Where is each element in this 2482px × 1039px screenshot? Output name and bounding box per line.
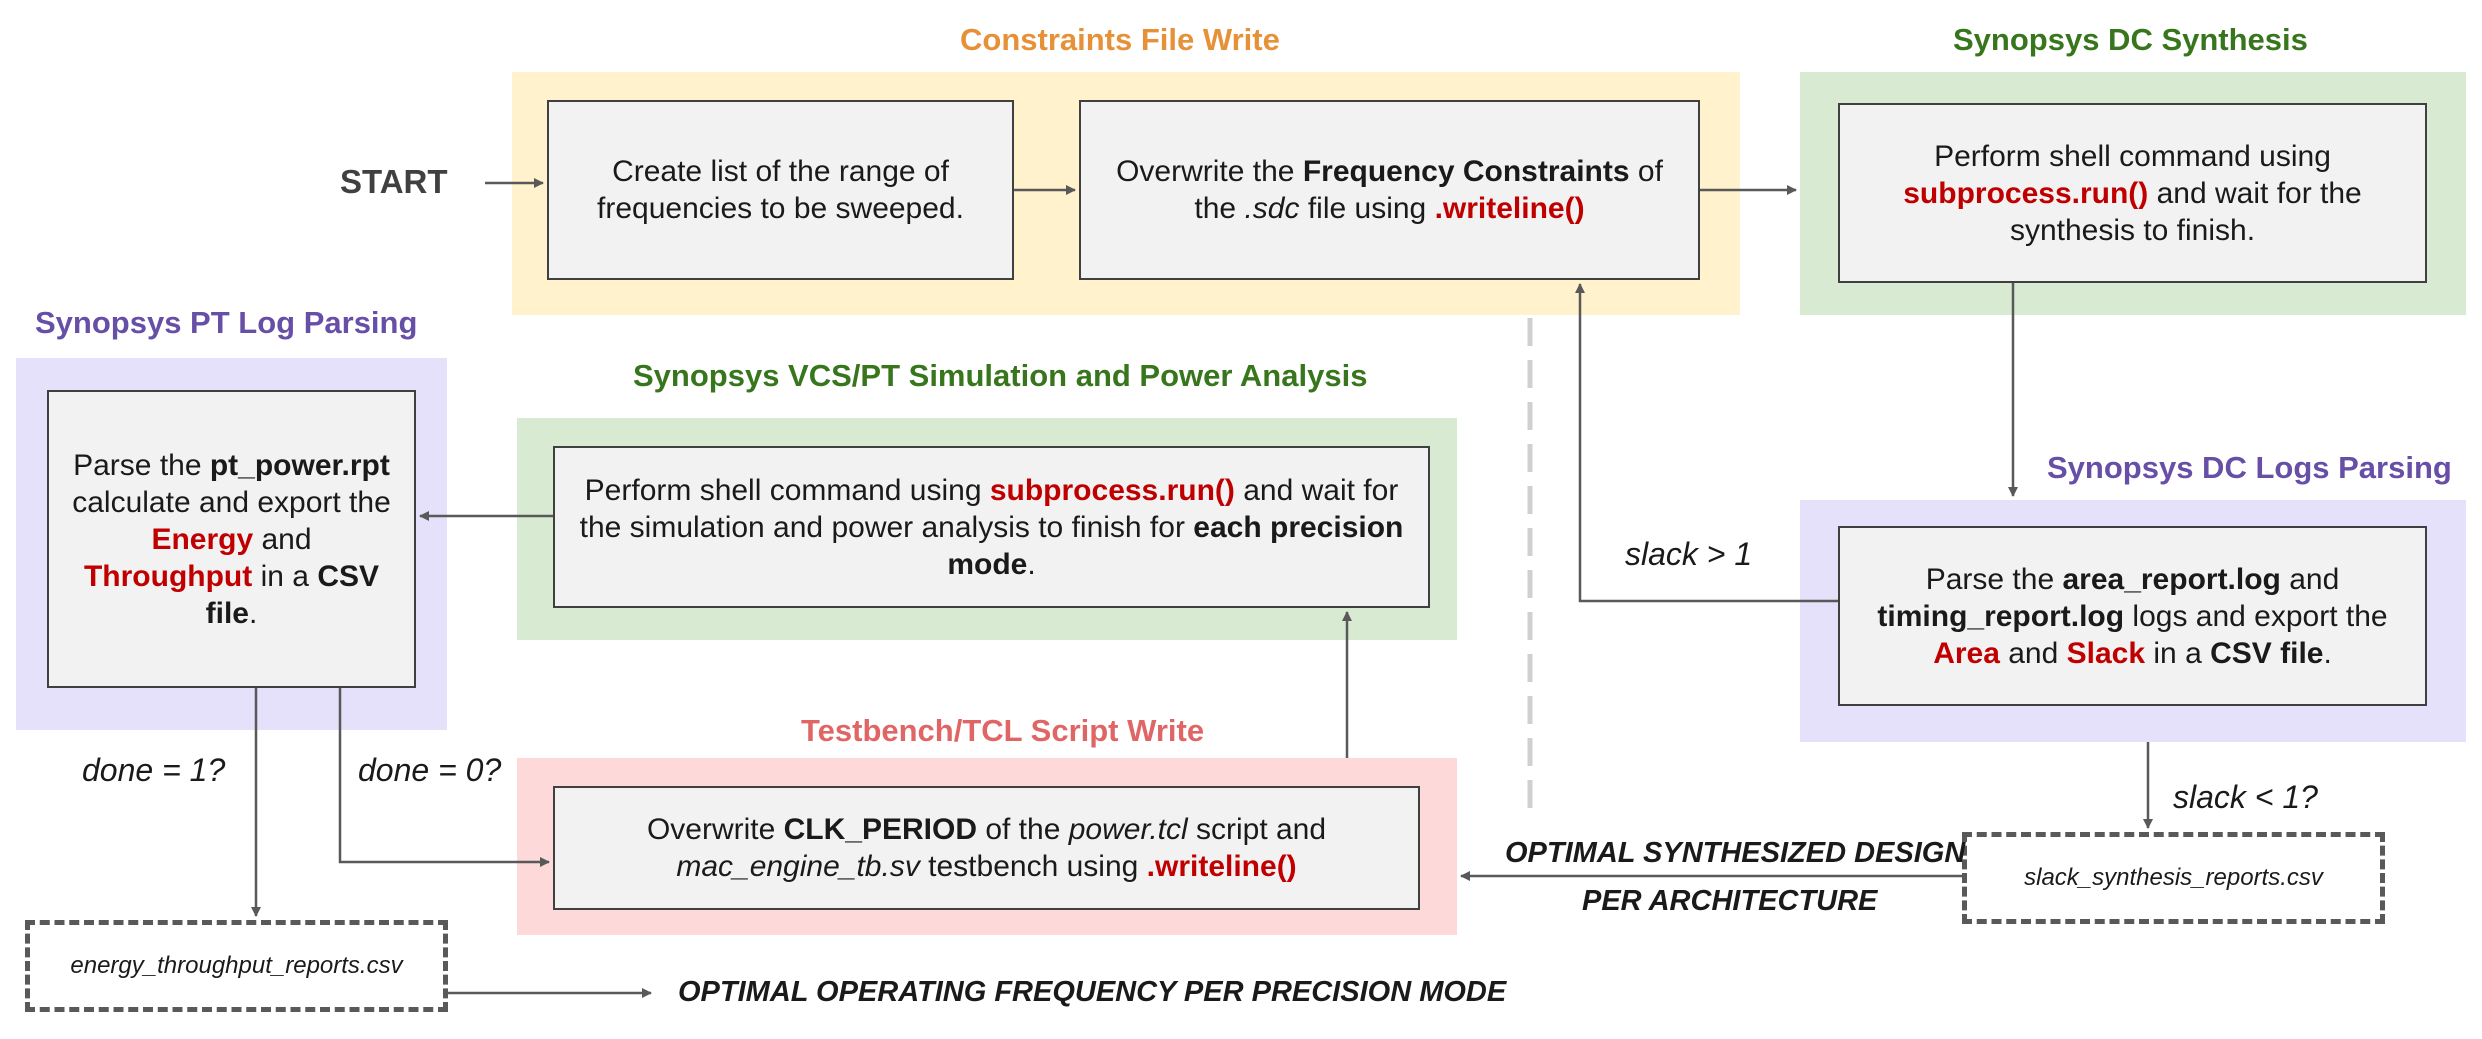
- slack-csv-label: slack_synthesis_reports.csv: [2024, 864, 2323, 891]
- dc-parse-box: Parse the area_report.log and timing_rep…: [1838, 526, 2427, 706]
- overwrite-frequency-text: Overwrite the Frequency Constraints of t…: [1116, 155, 1663, 225]
- vcs-pt-title: Synopsys VCS/PT Simulation and Power Ana…: [633, 358, 1368, 393]
- done0-label: done = 0?: [358, 752, 502, 788]
- energy-csv-file: energy_throughput_reports.csv: [25, 920, 448, 1012]
- dc-synthesis-box: Perform shell command using subprocess.r…: [1838, 103, 2427, 283]
- optimal-frequency-label: OPTIMAL OPERATING FREQUENCY PER PRECISIO…: [678, 976, 1507, 1008]
- done1-label: done = 1?: [82, 752, 226, 788]
- pt-parse-text: Parse the pt_power.rpt calculate and exp…: [72, 448, 391, 630]
- overwrite-frequency-box: Overwrite the Frequency Constraints of t…: [1079, 100, 1700, 280]
- create-list-text: Create list of the range of frequencies …: [597, 155, 964, 225]
- optimal-design-label-1: OPTIMAL SYNTHESIZED DESIGN: [1505, 837, 1966, 869]
- testbench-write-text: Overwrite CLK_PERIOD of the power.tcl sc…: [646, 813, 1327, 883]
- dc-synthesis-title: Synopsys DC Synthesis: [1953, 22, 2308, 57]
- dc-parse-text: Parse the area_report.log and timing_rep…: [1877, 562, 2388, 670]
- testbench-title: Testbench/TCL Script Write: [801, 713, 1205, 748]
- vcs-simulation-text: Perform shell command using subprocess.r…: [579, 473, 1404, 581]
- dc-logs-title: Synopsys DC Logs Parsing: [2047, 450, 2452, 485]
- constraints-title: Constraints File Write: [960, 22, 1280, 57]
- arrow-slack-gt-loop: [1575, 283, 1838, 603]
- testbench-write-box: Overwrite CLK_PERIOD of the power.tcl sc…: [553, 786, 1420, 910]
- slack-lt-label: slack < 1?: [2173, 779, 2318, 815]
- energy-csv-label: energy_throughput_reports.csv: [70, 952, 403, 979]
- arrow-done0-to-testbench: [338, 688, 550, 867]
- slack-csv-file: slack_synthesis_reports.csv: [1962, 832, 2385, 924]
- pt-log-title: Synopsys PT Log Parsing: [35, 305, 418, 340]
- create-list-box: Create list of the range of frequencies …: [547, 100, 1014, 280]
- vcs-simulation-box: Perform shell command using subprocess.r…: [553, 446, 1430, 608]
- start-label: START: [340, 163, 448, 200]
- slack-gt-label: slack > 1: [1625, 536, 1753, 572]
- optimal-design-label-2: PER ARCHITECTURE: [1582, 885, 1878, 917]
- dc-synthesis-text: Perform shell command using subprocess.r…: [1903, 139, 2362, 247]
- pt-parse-box: Parse the pt_power.rpt calculate and exp…: [47, 390, 416, 688]
